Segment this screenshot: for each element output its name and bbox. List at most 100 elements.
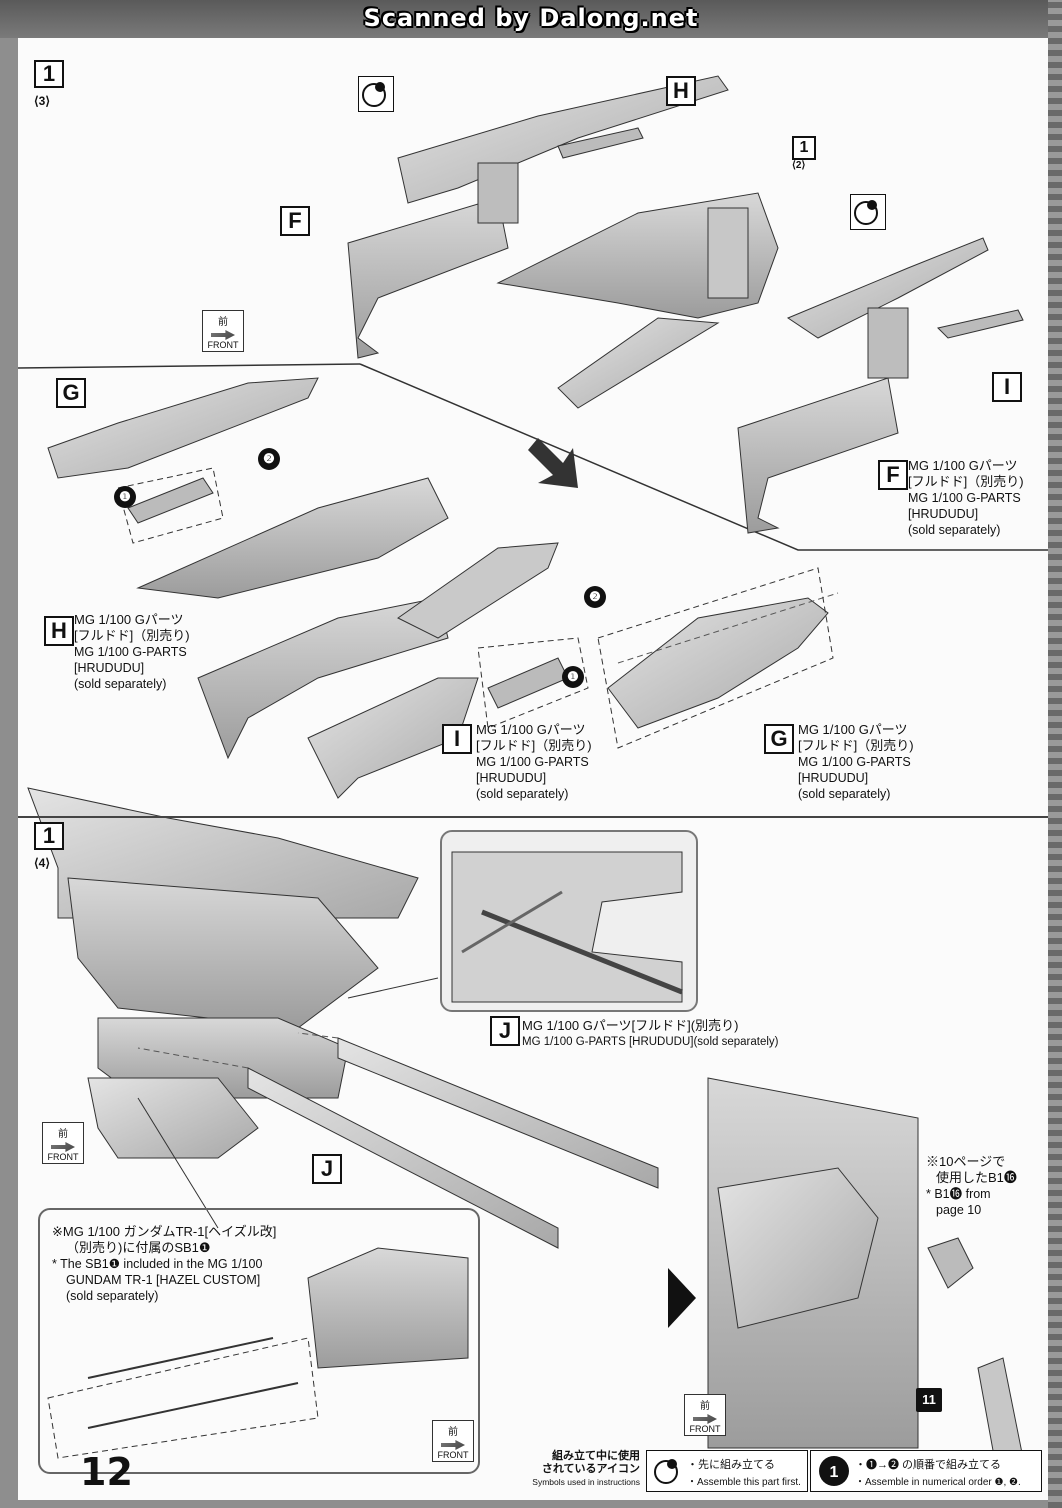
scan-banner-background bbox=[0, 0, 1062, 38]
footer-icons-title: 組み立て中に使用 されているアイコン Symbols used in instr… bbox=[530, 1450, 640, 1489]
part-letter-i-top-right: I bbox=[992, 372, 1022, 402]
step-number-a: 1 bbox=[34, 60, 64, 88]
front-icon-jp: 前 bbox=[700, 1401, 710, 1412]
front-direction-icon-top: 前 FRONT bbox=[202, 310, 244, 352]
label-i-sold-separately: MG 1/100 Gパーツ [フルドド]（別売り) MG 1/100 G-PAR… bbox=[476, 722, 592, 802]
part-letter-h-mid: H bbox=[44, 616, 74, 646]
front-arrow-icon bbox=[693, 1414, 717, 1424]
part-j-bars bbox=[247, 1037, 659, 1249]
section-divider-line bbox=[359, 363, 1048, 551]
label-f-en2: [HRUDUDU] bbox=[908, 507, 979, 521]
part-letter-j-bottom: J bbox=[312, 1154, 342, 1184]
part-letter-g-left: G bbox=[56, 378, 86, 408]
part-letter-h-top: H bbox=[666, 76, 696, 106]
label-g-jp1: MG 1/100 Gパーツ bbox=[798, 722, 908, 737]
upper-left-assembly bbox=[347, 75, 729, 359]
assemble-first-icon bbox=[358, 76, 394, 112]
sb1-note-jp1: ※MG 1/100 ガンダムTR-1[ヘイズル改] bbox=[52, 1224, 277, 1239]
label-i-en3: (sold separately) bbox=[476, 787, 569, 801]
front-icon-jp: 前 bbox=[218, 317, 228, 328]
label-i-jp1: MG 1/100 Gパーツ bbox=[476, 722, 586, 737]
sb1-note-en1: * The SB1❶ included in the MG 1/100 bbox=[52, 1257, 263, 1271]
bottom-right-detail bbox=[707, 1077, 1024, 1479]
page-number: 12 bbox=[80, 1450, 133, 1494]
assemble-first-icon-2 bbox=[850, 194, 886, 230]
label-h-en1: MG 1/100 G-PARTS bbox=[74, 645, 187, 659]
assembly-flow-arrow bbox=[528, 438, 578, 488]
step-section-divider bbox=[18, 816, 1048, 818]
front-direction-icon-bottom-left: 前 FRONT bbox=[42, 1122, 84, 1164]
part-letter-f-right: F bbox=[878, 460, 908, 490]
closeup-detail-box bbox=[440, 830, 698, 1012]
scan-banner-text: Scanned by Dalong.net bbox=[363, 4, 699, 32]
upper-right-assembly bbox=[737, 237, 1024, 534]
footer-symbol-assemble-first: ・先に組み立てる ・Assemble this part first. bbox=[646, 1450, 808, 1492]
numerical-order-symbol-icon: 1 bbox=[819, 1456, 849, 1486]
front-icon-en: FRONT bbox=[689, 1424, 721, 1434]
order-marker-2-mid: ❷ bbox=[584, 586, 606, 608]
front-icon-jp: 前 bbox=[448, 1427, 458, 1438]
front-direction-icon-bottom-right: 前 FRONT bbox=[684, 1394, 726, 1436]
step-number-b: 1 bbox=[34, 822, 64, 850]
label-h-jp2: [フルドド]（別売り) bbox=[74, 628, 190, 643]
footer-icons-title-jp2: されているアイコン bbox=[541, 1463, 640, 1475]
label-f-sold-separately: MG 1/100 Gパーツ [フルドド]（別売り) MG 1/100 G-PAR… bbox=[908, 458, 1024, 538]
front-arrow-icon bbox=[51, 1142, 75, 1152]
label-j-en1: MG 1/100 G-PARTS [HRUDUDU](sold separate… bbox=[522, 1036, 779, 1048]
front-icon-jp: 前 bbox=[58, 1129, 68, 1140]
label-f-jp1: MG 1/100 Gパーツ bbox=[908, 458, 1018, 473]
center-main-body bbox=[496, 192, 779, 409]
label-g-en3: (sold separately) bbox=[798, 787, 891, 801]
sym1-en: ・Assemble this part first. bbox=[687, 1477, 801, 1488]
result-arrow bbox=[668, 1268, 696, 1328]
step-sub-a: ⟨3⟩ bbox=[34, 94, 51, 108]
front-arrow-icon bbox=[441, 1440, 465, 1450]
sb1-inset-box bbox=[38, 1208, 480, 1474]
sym2-en: ・Assemble in numerical order ❶, ❷. bbox=[855, 1477, 1021, 1488]
b1-note-jp2: 使用したB1⓰ bbox=[936, 1170, 1017, 1185]
label-i-en2: [HRUDUDU] bbox=[476, 771, 547, 785]
step-sub-a-inner: ⟨2⟩ bbox=[792, 160, 806, 171]
label-f-en1: MG 1/100 G-PARTS bbox=[908, 491, 1021, 505]
b1-note-en1: * B1⓰ from bbox=[926, 1187, 991, 1201]
sb1-inset-art bbox=[47, 1247, 469, 1459]
part-letter-g-mid: G bbox=[764, 724, 794, 754]
order-marker-2-left: ❷ bbox=[258, 448, 280, 470]
middle-right-g-part bbox=[607, 592, 839, 729]
front-icon-en: FRONT bbox=[437, 1450, 469, 1460]
b1-note-jp1: ※10ページで bbox=[926, 1154, 1006, 1169]
label-i-jp2: [フルドド]（別売り) bbox=[476, 738, 592, 753]
sb1-note-en2: GUNDAM TR-1 [HAZEL CUSTOM] bbox=[66, 1273, 261, 1287]
label-i-en1: MG 1/100 G-PARTS bbox=[476, 755, 589, 769]
sb1-note: ※MG 1/100 ガンダムTR-1[ヘイズル改] （別売り)に付属のSB1❶ … bbox=[52, 1224, 276, 1304]
step-number-a-inner: 1 bbox=[792, 136, 816, 160]
part-letter-f-top-left: F bbox=[280, 206, 310, 236]
sb1-note-jp2: （別売り)に付属のSB1❶ bbox=[66, 1240, 211, 1255]
sym1-jp: ・先に組み立てる bbox=[687, 1459, 775, 1471]
footer-icons-title-en: Symbols used in instructions bbox=[532, 1477, 640, 1487]
order-marker-1-left: ❶ bbox=[114, 486, 136, 508]
label-f-en3: (sold separately) bbox=[908, 523, 1001, 537]
assembly-illustrations bbox=[18, 75, 1048, 1479]
label-h-en3: (sold separately) bbox=[74, 677, 167, 691]
svg-text:1: 1 bbox=[830, 1464, 839, 1481]
footer-icons-title-jp1: 組み立て中に使用 bbox=[552, 1450, 640, 1462]
front-arrow-icon bbox=[211, 330, 235, 340]
label-g-en1: MG 1/100 G-PARTS bbox=[798, 755, 911, 769]
instruction-page: 1 ⟨3⟩ 1 ⟨2⟩ 1 ⟨4⟩ H F I G F H I G J J ❷ … bbox=[18, 38, 1048, 1500]
front-icon-en: FRONT bbox=[207, 340, 239, 350]
b1-note: ※10ページで 使用したB1⓰ * B1⓰ from page 10 bbox=[926, 1154, 1017, 1218]
middle-left-assembly bbox=[47, 377, 559, 799]
bottom-main-assembly bbox=[27, 787, 419, 1159]
b1-note-en2: page 10 bbox=[936, 1203, 982, 1217]
footer-symbol-numerical-order: 1 ・❶→❷ の順番で組み立てる ・Assemble in numerical … bbox=[810, 1450, 1042, 1492]
part-letter-i-mid: I bbox=[442, 724, 472, 754]
sym2-jp: ・❶→❷ の順番で組み立てる bbox=[855, 1459, 1002, 1471]
page-edge-shadow bbox=[1048, 0, 1062, 1508]
label-g-jp2: [フルドド]（別売り) bbox=[798, 738, 914, 753]
front-icon-en: FRONT bbox=[47, 1152, 79, 1162]
step-sub-b: ⟨4⟩ bbox=[34, 856, 51, 870]
label-f-jp2: [フルドド]（別売り) bbox=[908, 474, 1024, 489]
assemble-first-symbol-icon bbox=[654, 1459, 678, 1484]
label-h-en2: [HRUDUDU] bbox=[74, 661, 145, 675]
